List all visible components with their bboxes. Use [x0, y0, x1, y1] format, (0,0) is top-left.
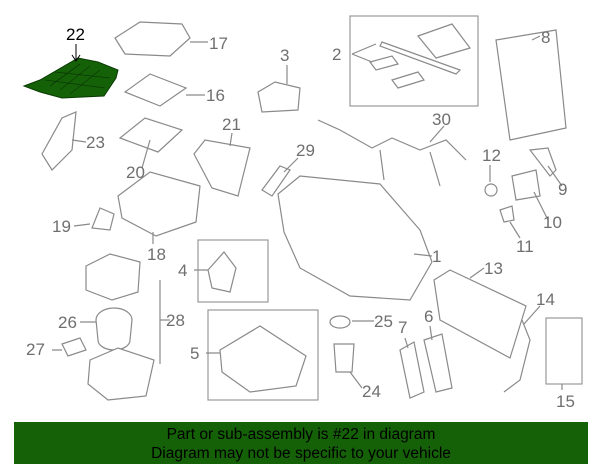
callout-22[interactable]: 22: [66, 25, 85, 44]
callout-10[interactable]: 10: [543, 213, 562, 232]
banner-line-1: Part or sub-assembly is #22 in diagram: [166, 426, 436, 443]
callout-17[interactable]: 17: [209, 34, 228, 53]
callout-26[interactable]: 26: [58, 313, 77, 332]
callout-25[interactable]: 25: [374, 312, 393, 331]
callout-2[interactable]: 2: [332, 45, 341, 64]
callout-22-arrow: [71, 44, 81, 62]
callout-12[interactable]: 12: [482, 146, 501, 165]
info-banner: Part or sub-assembly is #22 in diagram D…: [14, 422, 588, 464]
callout-9[interactable]: 9: [558, 180, 567, 199]
callout-8[interactable]: 8: [541, 28, 550, 47]
callout-28[interactable]: 28: [166, 311, 185, 330]
callout-14[interactable]: 14: [536, 290, 555, 309]
callout-7[interactable]: 7: [398, 318, 407, 337]
callout-24[interactable]: 24: [362, 382, 381, 401]
callout-1[interactable]: 1: [432, 247, 441, 266]
callout-3[interactable]: 3: [280, 46, 289, 65]
callout-5[interactable]: 5: [190, 344, 199, 363]
callout-21[interactable]: 21: [222, 115, 241, 134]
banner-line-2: Diagram may not be specific to your vehi…: [151, 445, 451, 462]
callout-16[interactable]: 16: [206, 86, 225, 105]
part-22-highlighted[interactable]: [22, 57, 119, 99]
callout-4[interactable]: 4: [178, 261, 187, 280]
callout-6[interactable]: 6: [424, 307, 433, 326]
callout-13[interactable]: 13: [484, 259, 503, 278]
callout-15[interactable]: 15: [556, 392, 575, 411]
callout-29[interactable]: 29: [296, 141, 315, 160]
callout-30[interactable]: 30: [432, 110, 451, 129]
callout-23[interactable]: 23: [86, 133, 105, 152]
part-outlines: [41, 15, 583, 401]
callout-11[interactable]: 11: [516, 237, 534, 256]
callout-18[interactable]: 18: [147, 245, 166, 264]
callout-19[interactable]: 19: [52, 217, 71, 236]
callout-20[interactable]: 20: [126, 163, 145, 182]
callout-27[interactable]: 27: [26, 340, 45, 359]
